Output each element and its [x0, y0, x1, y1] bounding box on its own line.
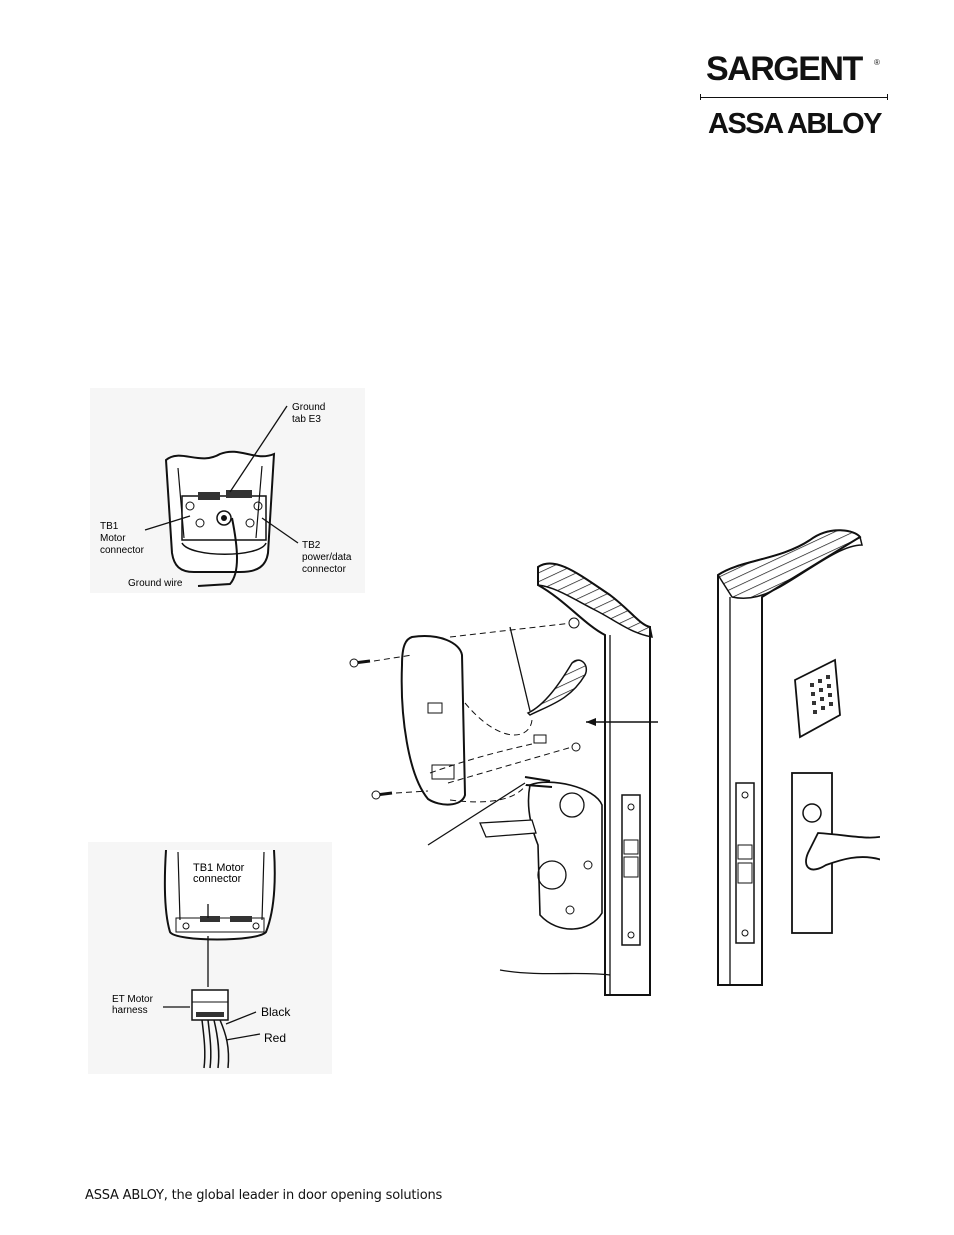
tb1-label-line3: connector	[100, 545, 145, 556]
footer-tagline: ASSA ABLOY, the global leader in door op…	[85, 1188, 442, 1203]
tb2-label-line1: TB2	[302, 540, 321, 551]
brand-logo: SARGENT ® ASSA ABLOY	[696, 50, 888, 140]
motor-harness-figure: TB1 Motor connector ET Motor harness Bla…	[88, 842, 332, 1074]
tb1-label-line1: TB1	[100, 521, 119, 532]
tb1-label-line2: Motor	[100, 533, 126, 544]
ground-tab-label-line2: tab E3	[292, 414, 321, 425]
ground-wire-label: Ground wire	[128, 578, 183, 589]
black-wire-label: Black	[261, 1005, 291, 1019]
tb1-motor-label-line2: connector	[193, 873, 242, 885]
connector-detail-figure: Ground tab E3 TB1 Motor connector TB2 po…	[90, 388, 365, 593]
logo-assa-abloy-wordmark: ASSA ABLOY	[708, 108, 881, 140]
logo-registered-mark: ®	[874, 58, 880, 67]
logo-divider	[700, 94, 888, 100]
ground-tab-label-line1: Ground	[292, 402, 325, 413]
lock-assembly-exploded-figure	[340, 515, 880, 1005]
et-motor-label-line1: ET Motor	[112, 994, 154, 1005]
et-motor-label-line2: harness	[112, 1005, 148, 1016]
logo-sargent-wordmark: SARGENT	[706, 50, 862, 88]
red-wire-label: Red	[264, 1031, 286, 1045]
